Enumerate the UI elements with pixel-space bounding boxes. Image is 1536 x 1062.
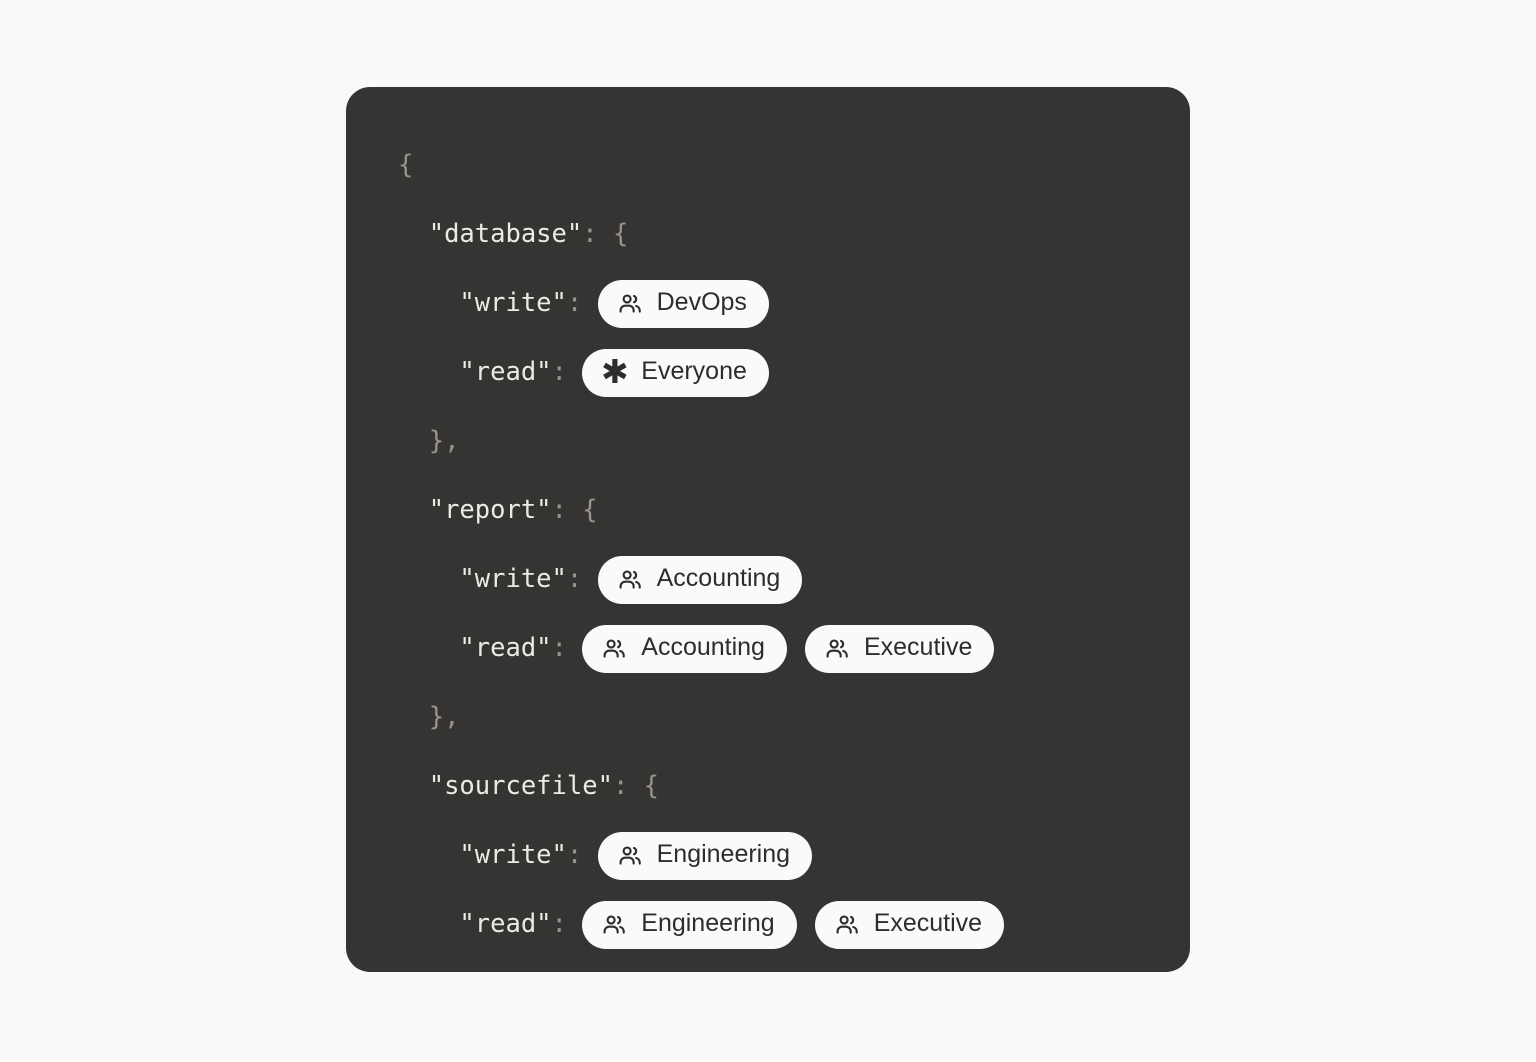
- code-punctuation: :: [551, 357, 583, 387]
- code-brace: {: [398, 150, 414, 180]
- permission-pill[interactable]: Engineering: [597, 831, 813, 880]
- code-key: "write": [459, 564, 567, 594]
- permission-pill-label: Accounting: [656, 564, 781, 592]
- code-brace: },: [428, 426, 460, 456]
- permission-pill-group: DevOps: [597, 279, 769, 328]
- asterisk-icon: ✱: [600, 352, 629, 391]
- permission-pill[interactable]: Executive: [804, 624, 995, 673]
- permission-pill[interactable]: DevOps: [597, 279, 769, 328]
- code-line: {: [398, 131, 1150, 200]
- code-key: "read": [459, 357, 552, 387]
- code-punctuation: :: [566, 840, 598, 870]
- code-key: "database": [428, 219, 583, 249]
- code-key: "write": [459, 288, 567, 318]
- permission-pill-group: Accounting: [597, 555, 803, 604]
- code-line: "report": {: [398, 476, 1150, 545]
- permission-pill[interactable]: Accounting: [582, 624, 787, 673]
- permission-pill-label: Executive: [863, 633, 973, 661]
- code-indent: [398, 407, 429, 476]
- code-brace: },: [428, 702, 460, 732]
- code-key: "sourcefile": [428, 771, 613, 801]
- code-line: },: [398, 407, 1150, 476]
- code-indent: [398, 269, 459, 338]
- code-punctuation: : {: [612, 771, 660, 801]
- code-line: "read": ✱ Everyone: [398, 338, 1150, 407]
- users-icon: [617, 842, 644, 869]
- code-line: },: [398, 683, 1150, 752]
- permission-pill-label: Engineering: [656, 840, 791, 868]
- code-indent: [398, 614, 459, 683]
- code-line: },: [398, 959, 1150, 972]
- code-line: "write": Accounting: [398, 545, 1150, 614]
- permission-pill-group: ✱ Everyone: [582, 348, 769, 397]
- users-icon: [617, 566, 644, 593]
- permission-pill-label: Executive: [873, 909, 983, 937]
- code-punctuation: :: [551, 633, 583, 663]
- code-indent: [398, 752, 429, 821]
- permission-pill-group: Engineering: [597, 831, 813, 880]
- users-icon: [601, 635, 628, 662]
- code-indent: [398, 683, 429, 752]
- code-indent: [398, 821, 459, 890]
- code-line: "write": Engineering: [398, 821, 1150, 890]
- users-icon: [824, 635, 851, 662]
- code-indent: [398, 890, 459, 959]
- code-indent: [398, 200, 429, 269]
- code-key: "read": [459, 909, 552, 939]
- permission-pill-label: Engineering: [641, 909, 775, 937]
- code-punctuation: :: [566, 564, 598, 594]
- permission-pill[interactable]: ✱ Everyone: [582, 348, 769, 397]
- code-punctuation: : {: [551, 495, 598, 525]
- code-punctuation: :: [551, 909, 583, 939]
- code-key: "read": [459, 633, 552, 663]
- permission-pill[interactable]: Accounting: [597, 555, 803, 604]
- code-line: "sourcefile": {: [398, 752, 1150, 821]
- code-key: "report": [428, 495, 552, 525]
- code-brace: },: [429, 959, 460, 972]
- code-indent: [398, 476, 429, 545]
- permission-pill-group: Accounting Executive: [582, 624, 995, 673]
- permission-pill-label: Accounting: [641, 633, 765, 661]
- code-line: "write": DevOps: [398, 269, 1150, 338]
- code-indent: [398, 545, 459, 614]
- code-punctuation: :: [566, 288, 598, 318]
- code-indent: [398, 959, 429, 972]
- json-code-body: { "database": { "write": DevOps "read": …: [398, 131, 1150, 972]
- code-line: "read": Engineering Executive: [398, 890, 1150, 959]
- users-icon: [617, 290, 644, 317]
- code-line: "read": Accounting Executive: [398, 614, 1150, 683]
- permission-pill-group: Engineering Executive: [582, 900, 1005, 949]
- permission-pill-label: Everyone: [641, 357, 747, 385]
- code-punctuation: : {: [582, 219, 629, 249]
- json-code-panel: { "database": { "write": DevOps "read": …: [346, 87, 1190, 972]
- code-line: "database": {: [398, 200, 1150, 269]
- code-key: "write": [459, 840, 567, 870]
- code-indent: [398, 338, 459, 407]
- permission-pill[interactable]: Engineering: [582, 900, 797, 949]
- users-icon: [834, 911, 861, 938]
- users-icon: [601, 911, 628, 938]
- permission-pill-label: DevOps: [656, 288, 747, 316]
- permission-pill[interactable]: Executive: [814, 900, 1005, 949]
